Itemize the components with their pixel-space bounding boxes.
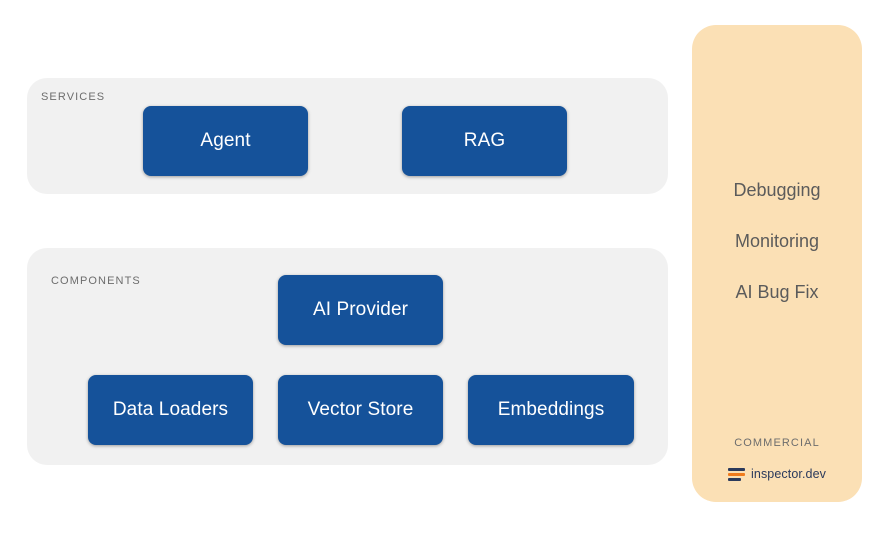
node-embeddings[interactable]: Embeddings bbox=[468, 375, 634, 445]
group-panel-services bbox=[27, 78, 668, 194]
brand-name-label: inspector.dev bbox=[751, 467, 826, 481]
node-label-embeddings: Embeddings bbox=[497, 399, 605, 420]
node-ai-provider[interactable]: AI Provider bbox=[278, 275, 443, 345]
brand-row-inspector[interactable]: inspector.dev bbox=[692, 467, 862, 481]
side-feature-debugging[interactable]: Debugging bbox=[733, 180, 821, 200]
side-feature-monitoring[interactable]: Monitoring bbox=[734, 231, 820, 251]
node-agent[interactable]: Agent bbox=[143, 106, 308, 176]
node-label-data-loaders: Data Loaders bbox=[112, 399, 229, 420]
node-label-rag: RAG bbox=[463, 130, 506, 151]
side-feature-ai-bug-fix[interactable]: AI Bug Fix bbox=[735, 282, 819, 302]
node-rag[interactable]: RAG bbox=[402, 106, 567, 176]
inspector-logo-icon bbox=[728, 467, 746, 481]
group-label-services: SERVICES bbox=[41, 91, 106, 103]
commercial-side-panel: Debugging Monitoring AI Bug Fix COMMERCI… bbox=[692, 25, 862, 502]
node-vector-store[interactable]: Vector Store bbox=[278, 375, 443, 445]
side-section-label-commercial: COMMERCIAL bbox=[734, 437, 820, 449]
node-label-ai-provider: AI Provider bbox=[312, 299, 409, 320]
group-label-components: COMPONENTS bbox=[51, 275, 141, 287]
node-label-vector-store: Vector Store bbox=[307, 399, 414, 420]
node-data-loaders[interactable]: Data Loaders bbox=[88, 375, 253, 445]
node-label-agent: Agent bbox=[200, 130, 251, 151]
